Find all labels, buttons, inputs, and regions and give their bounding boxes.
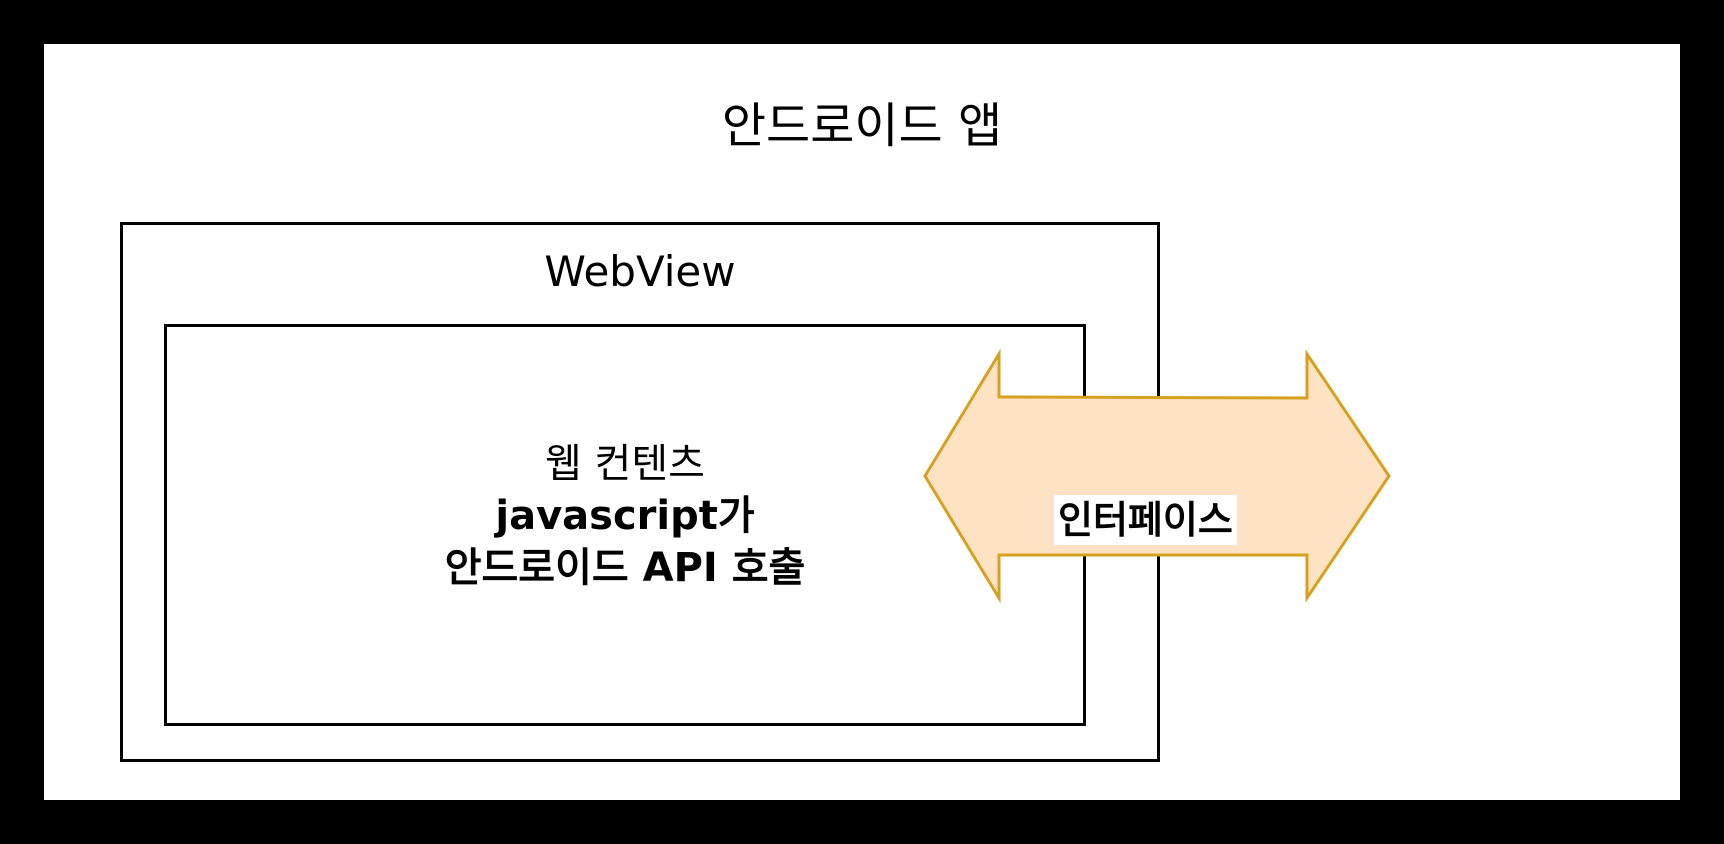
android-app-title: 안드로이드 앱 xyxy=(721,98,1003,154)
webview-label: WebView xyxy=(544,247,736,296)
web-content-box: 웹 컨텐츠 javascript가 안드로이드 API 호출 xyxy=(164,324,1086,726)
web-content-line1: 웹 컨텐츠 xyxy=(545,441,705,487)
diagram-canvas: 안드로이드 앱 WebView 웹 컨텐츠 javascript가 안드로이드 … xyxy=(44,44,1680,800)
web-content-line3: 안드로이드 API 호출 xyxy=(444,545,806,591)
web-content-text: 웹 컨텐츠 javascript가 안드로이드 API 호출 xyxy=(167,438,1083,594)
interface-label: 인터페이스 xyxy=(1054,495,1237,545)
webview-box: WebView 웹 컨텐츠 javascript가 안드로이드 API 호출 xyxy=(120,222,1160,762)
web-content-line2: javascript가 xyxy=(495,493,755,539)
